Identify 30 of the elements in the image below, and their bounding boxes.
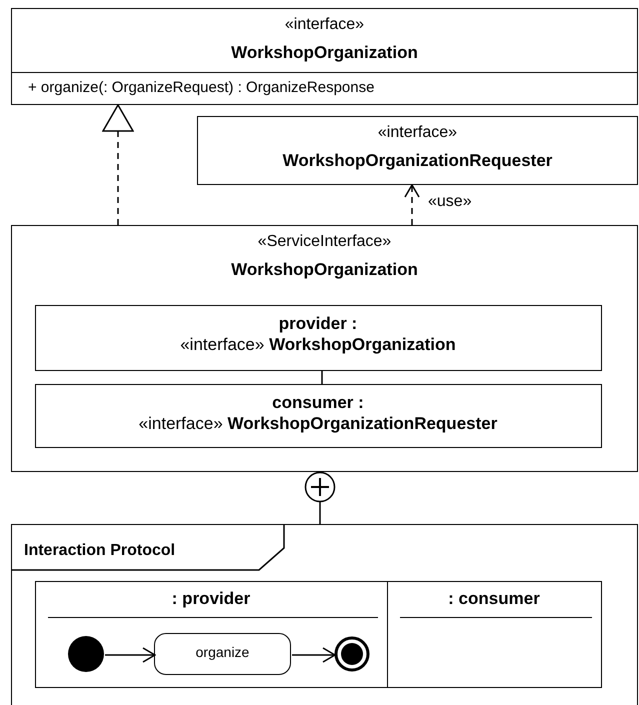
part-box <box>34 304 602 370</box>
frame-title: Interaction Protocol <box>24 541 176 560</box>
class-name: WorkshopOrganization <box>230 260 419 280</box>
stereotype-label: «interface» <box>284 15 366 34</box>
stereotype-label: «ServiceInterface» <box>256 232 392 252</box>
partition-name: : consumer <box>447 588 541 609</box>
final-node <box>334 636 370 672</box>
action-node <box>154 633 291 675</box>
stereotype-label: «interface» <box>376 123 458 142</box>
connector-line <box>321 371 323 384</box>
swimlane-partition <box>388 580 602 688</box>
part-label: provider : «interface» WorkshopOrganization <box>179 312 457 355</box>
class-name: WorkshopOrganizationRequester <box>282 151 554 172</box>
interface-class-box <box>197 116 638 185</box>
initial-node <box>68 636 104 672</box>
part-label: consumer : «interface» WorkshopOrganizationRequester <box>138 392 498 434</box>
partition-name: : provider <box>170 588 252 609</box>
swimlane-partition <box>34 580 388 688</box>
containment-connector <box>304 472 336 524</box>
interface-class-box <box>11 8 638 105</box>
interface-class-box <box>11 225 638 472</box>
class-name: WorkshopOrganization <box>230 43 419 64</box>
arrow <box>105 647 156 663</box>
action-label: organize <box>194 644 250 661</box>
arrow <box>292 647 336 663</box>
part-box <box>34 384 602 448</box>
interaction-frame <box>11 524 638 705</box>
arrow <box>404 184 420 225</box>
operation-label: + organize(: OrganizeRequest) : OrganizeResponse <box>28 79 374 97</box>
arrow <box>102 104 134 225</box>
